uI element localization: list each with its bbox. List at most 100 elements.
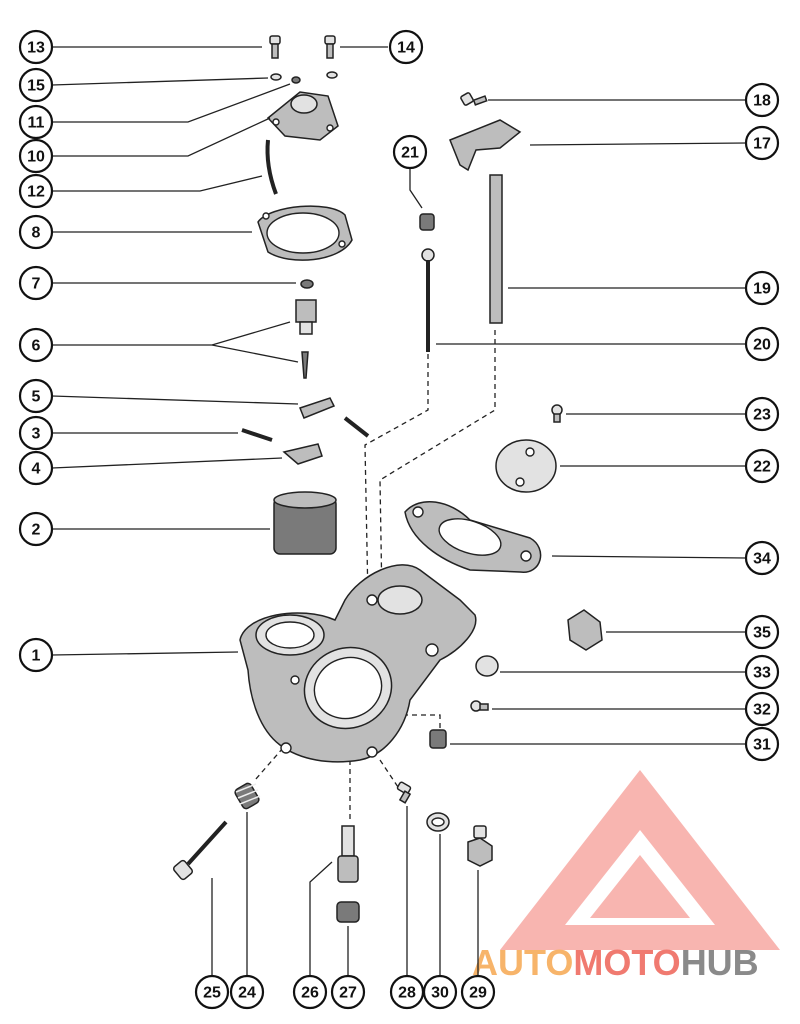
callout-label: 32 [753, 702, 771, 719]
screw-23 [551, 404, 563, 423]
screw-28 [396, 781, 412, 804]
watermark-moto: MOTO [573, 942, 680, 983]
washer-30 [426, 812, 450, 832]
callout-label: 26 [301, 985, 319, 1002]
spring-24 [234, 782, 261, 810]
callout-label: 12 [27, 184, 45, 201]
callout-5: 5 [18, 378, 54, 414]
callout-label: 30 [431, 985, 449, 1002]
callout-label: 33 [753, 665, 771, 682]
callout-22: 22 [744, 448, 780, 484]
callout-label: 31 [753, 737, 771, 754]
callout-label: 22 [753, 459, 771, 476]
nozzle-26 [337, 825, 359, 883]
callout-6: 6 [18, 327, 54, 363]
callout-13: 13 [18, 29, 54, 65]
plate-22 [495, 439, 557, 493]
callout-label: 29 [469, 985, 487, 1002]
callout-15: 15 [18, 67, 54, 103]
callout-label: 5 [32, 389, 41, 406]
callout-28: 28 [389, 974, 425, 1010]
plug-29 [467, 825, 493, 867]
callout-label: 11 [28, 115, 45, 132]
callout-label: 27 [339, 985, 357, 1002]
tube-12 [265, 139, 278, 195]
callout-label: 34 [753, 551, 771, 568]
callout-label: 10 [27, 149, 45, 166]
callout-label: 18 [753, 93, 771, 110]
callout-33: 33 [744, 654, 780, 690]
callout-26: 26 [292, 974, 328, 1010]
callout-8: 8 [18, 214, 54, 250]
callout-12: 12 [18, 173, 54, 209]
nut-35 [567, 609, 603, 651]
svg-text:AUTOMOTOHUB: AUTOMOTOHUB [472, 942, 759, 983]
bracket-4 [282, 443, 323, 465]
callout-29: 29 [460, 974, 496, 1010]
callout-label: 15 [27, 78, 45, 95]
watermark-hub: HUB [681, 942, 759, 983]
callout-label: 17 [753, 136, 771, 153]
part-33 [475, 655, 499, 677]
leader-lines [51, 46, 747, 976]
callout-27: 27 [330, 974, 366, 1010]
callout-34: 34 [744, 540, 780, 576]
part-7 [300, 279, 314, 289]
callout-label: 14 [397, 40, 415, 57]
callout-19: 19 [744, 270, 780, 306]
float-arm-5 [299, 397, 336, 419]
callout-18: 18 [744, 82, 780, 118]
screw-18 [460, 92, 488, 106]
callout-label: 6 [32, 338, 41, 355]
callout-label: 13 [27, 40, 45, 57]
callout-35: 35 [744, 614, 780, 650]
callout-20: 20 [744, 326, 780, 362]
screw-13 [269, 35, 281, 59]
callout-label: 8 [32, 225, 41, 242]
shaft-19 [489, 174, 503, 324]
callout-3: 3 [18, 415, 54, 451]
callout-17: 17 [744, 125, 780, 161]
callout-label: 19 [753, 281, 771, 298]
callout-24: 24 [229, 974, 265, 1010]
callout-2: 2 [18, 511, 54, 547]
watermark-auto: AUTO [472, 942, 573, 983]
callout-30: 30 [422, 974, 458, 1010]
callout-21: 21 [392, 134, 428, 170]
callout-label: 20 [753, 337, 771, 354]
parts [172, 35, 603, 923]
gasket-8 [257, 205, 353, 261]
callout-25: 25 [194, 974, 230, 1010]
callout-1: 1 [18, 637, 54, 673]
callout-label: 2 [32, 522, 41, 539]
callout-label: 7 [32, 276, 41, 293]
jet-27 [336, 901, 360, 923]
screw-32 [470, 700, 489, 712]
needle-25 [172, 820, 228, 881]
callout-10: 10 [18, 138, 54, 174]
pin-3 [241, 428, 273, 442]
cover-10 [266, 91, 339, 141]
watermark-logo: AUTOMOTOHUB [472, 770, 780, 983]
needle-seat-6 [295, 299, 317, 379]
part-21 [419, 213, 435, 231]
screw-14 [324, 35, 336, 59]
carburetor-body-1 [239, 564, 477, 763]
callout-14: 14 [388, 29, 424, 65]
callouts: 13 14 15 11 10 12 8 7 6 5 3 4 2 1 18 17 … [18, 29, 780, 1010]
callout-label: 25 [203, 985, 221, 1002]
callout-label: 3 [32, 426, 41, 443]
rod-20 [421, 248, 435, 352]
callout-7: 7 [18, 265, 54, 301]
callout-11: 11 [18, 104, 54, 140]
callout-32: 32 [744, 691, 780, 727]
callout-31: 31 [744, 726, 780, 762]
callout-label: 23 [753, 407, 771, 424]
callout-label: 1 [32, 648, 41, 665]
callout-label: 4 [32, 461, 41, 478]
callout-label: 35 [753, 625, 771, 642]
callout-label: 21 [401, 145, 419, 162]
callout-4: 4 [18, 450, 54, 486]
float-2 [273, 491, 337, 555]
